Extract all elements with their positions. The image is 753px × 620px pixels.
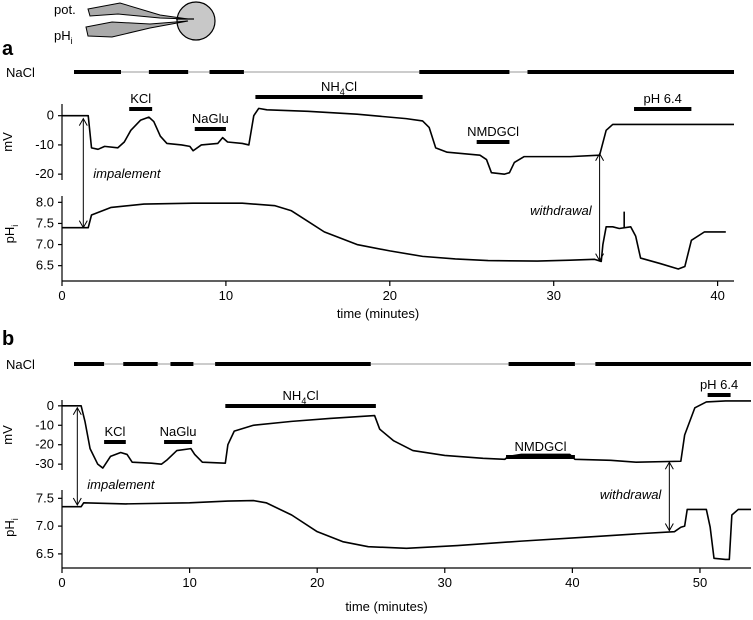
phi-y-tick-label: 7.5: [36, 490, 54, 505]
x-tick-label: 10: [182, 575, 196, 590]
x-tick-label: 20: [383, 288, 397, 303]
x-axis-label: time (minutes): [345, 599, 427, 614]
withdrawal-label: withdrawal: [530, 203, 593, 218]
impalement-arrowhead-bottom: [72, 497, 82, 507]
impalement-arrowhead-top: [78, 117, 88, 126]
x-tick-label: 30: [438, 575, 452, 590]
panel-b-letter: b: [2, 328, 14, 350]
x-axis-label: time (minutes): [337, 306, 419, 321]
phi-label-sub: i: [71, 36, 73, 46]
cell-icon: [176, 1, 216, 41]
x-tick-label: 50: [693, 575, 707, 590]
mv-axis-label: mV: [0, 425, 15, 445]
solution-bar-label: NH4Cl: [321, 79, 357, 97]
x-tick-label: 40: [565, 575, 579, 590]
solution-bar-label: pH 6.4: [700, 377, 738, 392]
panel-a-letter: a: [2, 38, 14, 60]
withdrawal-arrowhead-top: [664, 461, 674, 470]
x-tick-label: 30: [546, 288, 560, 303]
svg-text:pHi: pHi: [54, 28, 73, 46]
x-tick-label: 0: [58, 575, 65, 590]
x-tick-label: 40: [710, 288, 724, 303]
potential-electrode-icon: [87, 2, 189, 20]
x-tick-label: 10: [219, 288, 233, 303]
phi-label: pH: [54, 28, 71, 43]
electrode-schematic: pot. pHi: [54, 1, 216, 46]
solution-bar-label: NMDGCl: [467, 124, 519, 139]
impalement-arrowhead-top: [72, 406, 82, 416]
pot-label: pot.: [54, 2, 76, 17]
mv-y-tick-label: -30: [35, 456, 54, 471]
withdrawal-arrowhead-bottom: [595, 253, 605, 262]
mv-y-tick-label: 0: [47, 398, 54, 413]
phi-trace: [62, 499, 751, 561]
phi-y-tick-label: 7.5: [36, 215, 54, 230]
impalement-label: impalement: [87, 477, 156, 492]
mv-y-tick-label: -10: [35, 417, 54, 432]
phi-y-tick-label: 7.0: [36, 518, 54, 533]
solution-bar-label: NMDGCl: [514, 439, 566, 454]
x-tick-label: 20: [310, 575, 324, 590]
solution-bar-label: KCl: [104, 424, 125, 439]
mv-trace: [62, 400, 751, 469]
solution-bar-label: NaGlu: [192, 111, 229, 126]
solution-bar-label: NaGlu: [160, 424, 197, 439]
mv-y-tick-label: -20: [35, 166, 54, 181]
withdrawal-arrowhead-top: [595, 152, 605, 161]
phi-trace: [62, 202, 726, 270]
impalement-label: impalement: [93, 166, 162, 181]
solution-bar-label: pH 6.4: [644, 91, 682, 106]
phi-y-tick-label: 8.0: [36, 194, 54, 209]
mv-axis-label: mV: [0, 132, 15, 152]
ph-electrode-icon: [85, 20, 189, 38]
withdrawal-arrowhead-bottom: [664, 523, 674, 532]
mv-trace: [62, 107, 734, 175]
mv-y-tick-label: -20: [35, 437, 54, 452]
phi-axis-label: pHi: [2, 225, 20, 244]
impalement-arrowhead-bottom: [78, 220, 88, 229]
mv-y-tick-label: -10: [35, 137, 54, 152]
solution-bar-label: KCl: [130, 91, 151, 106]
withdrawal-label: withdrawal: [600, 487, 663, 502]
panel-a-nacl-label: NaCl: [6, 65, 35, 80]
solution-bar-label: NH4Cl: [283, 388, 319, 406]
x-tick-label: 0: [58, 288, 65, 303]
phi-y-tick-label: 6.5: [36, 546, 54, 561]
mv-y-tick-label: 0: [47, 108, 54, 123]
phi-axis-label: pHi: [2, 518, 20, 537]
phi-y-tick-label: 6.5: [36, 258, 54, 273]
panel-b-nacl-label: NaCl: [6, 357, 35, 372]
phi-y-tick-label: 7.0: [36, 237, 54, 252]
